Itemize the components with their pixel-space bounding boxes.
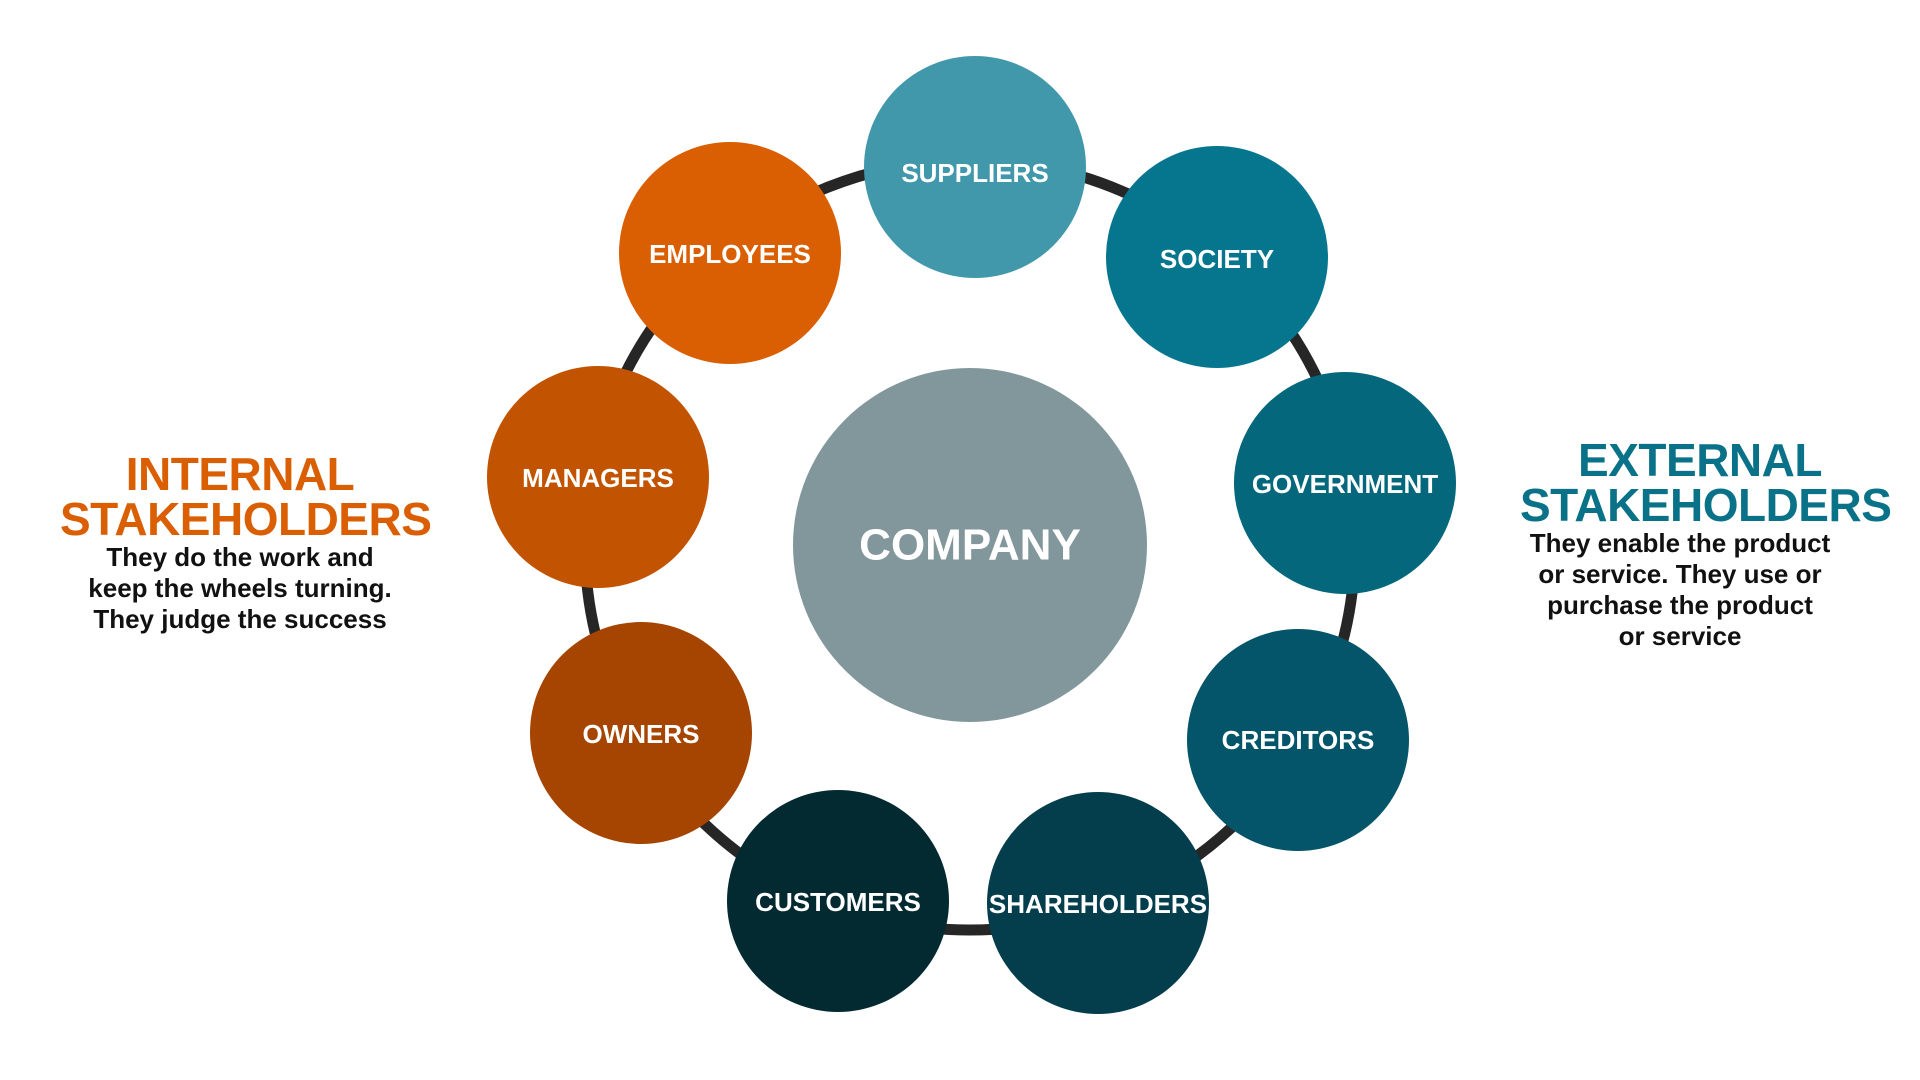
node-managers: MANAGERS (487, 366, 709, 588)
node-label-customers: CUSTOMERS (755, 887, 921, 917)
external-desc-line-2: or service. They use or (1538, 559, 1822, 589)
node-suppliers: SUPPLIERS (864, 56, 1086, 278)
internal-heading-line-1: INTERNAL (125, 448, 355, 500)
external-heading-line-2: STAKEHOLDERS (1520, 479, 1892, 531)
node-circle-suppliers (864, 56, 1086, 278)
external-heading: EXTERNAL STAKEHOLDERS (1520, 437, 1892, 528)
internal-desc-line-3: They judge the success (93, 604, 387, 634)
internal-description: They do the work and keep the wheels tur… (60, 542, 420, 635)
external-description: They enable the product or service. They… (1520, 528, 1840, 652)
node-label-government: GOVERNMENT (1252, 469, 1438, 499)
node-circle-shareholders (987, 792, 1209, 1014)
node-circle-owners (530, 622, 752, 844)
node-label-suppliers: SUPPLIERS (901, 158, 1048, 188)
node-circle-society (1106, 146, 1328, 368)
center-node-company: COMPANY (793, 368, 1147, 722)
node-circle-customers (727, 790, 949, 1012)
node-government: GOVERNMENT (1234, 372, 1456, 594)
external-stakeholders-panel: EXTERNAL STAKEHOLDERS They enable the pr… (1520, 437, 1892, 652)
node-label-society: SOCIETY (1160, 244, 1274, 274)
node-label-managers: MANAGERS (522, 463, 674, 493)
external-heading-line-1: EXTERNAL (1578, 434, 1822, 486)
node-circle-government (1234, 372, 1456, 594)
internal-desc-line-2: keep the wheels turning. (88, 573, 392, 603)
external-desc-line-1: They enable the product (1529, 528, 1831, 558)
internal-heading: INTERNAL STAKEHOLDERS (60, 451, 432, 542)
internal-stakeholders-panel: INTERNAL STAKEHOLDERS They do the work a… (60, 451, 432, 635)
external-desc-line-4: or service (1618, 621, 1742, 651)
node-society: SOCIETY (1106, 146, 1328, 368)
node-customers: CUSTOMERS (727, 790, 949, 1012)
node-creditors: CREDITORS (1187, 629, 1409, 851)
external-desc-line-3: purchase the product (1547, 590, 1813, 620)
internal-desc-line-1: They do the work and (106, 542, 374, 572)
internal-heading-line-2: STAKEHOLDERS (60, 493, 432, 545)
node-circle-creditors (1187, 629, 1409, 851)
node-employees: EMPLOYEES (619, 142, 841, 364)
node-label-creditors: CREDITORS (1222, 725, 1375, 755)
node-circle-employees (619, 142, 841, 364)
center-circle (793, 368, 1147, 722)
node-label-shareholders: SHAREHOLDERS (989, 889, 1207, 919)
node-shareholders: SHAREHOLDERS (987, 792, 1209, 1014)
center-label: COMPANY (859, 521, 1081, 570)
node-label-owners: OWNERS (583, 719, 700, 749)
node-owners: OWNERS (530, 622, 752, 844)
node-circle-managers (487, 366, 709, 588)
node-label-employees: EMPLOYEES (649, 239, 811, 269)
